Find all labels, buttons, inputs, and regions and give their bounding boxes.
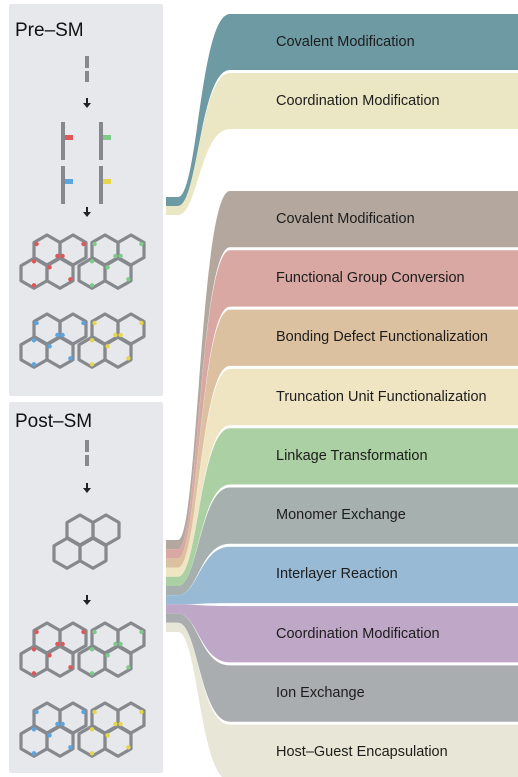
red-framework-icon [19, 233, 88, 290]
post-method-ribbon-1 [166, 191, 518, 550]
post-method-label-9: Ion Exchange [276, 685, 365, 702]
post-method-ribbon-9 [166, 613, 518, 722]
pre-arrow-1-icon [83, 98, 91, 108]
post-red-framework-icon [19, 621, 88, 678]
pre-method-ribbon-2 [166, 73, 518, 215]
pre-method-label-1: Covalent Modification [276, 33, 415, 50]
post-method-ribbon-4 [166, 368, 518, 577]
blue-monomer-icon [61, 166, 73, 204]
post-method-label-3: Bonding Defect Functionalization [276, 329, 488, 346]
post-method-ribbon-3 [166, 309, 518, 568]
post-arrow-1-icon [83, 483, 91, 493]
post-method-ribbon-2 [166, 250, 518, 559]
post-method-ribbon-5 [166, 428, 518, 586]
post-arrow-2-icon [83, 595, 91, 605]
post-method-label-1: Covalent Modification [276, 210, 415, 227]
green-monomer-icon [99, 122, 111, 160]
pre-method-label-2: Coordination Modification [276, 92, 440, 109]
post-green-framework-icon [77, 621, 146, 678]
post-method-label-6: Monomer Exchange [276, 507, 406, 524]
red-monomer-icon [61, 122, 73, 160]
post-monomer-icon [85, 440, 89, 466]
framework-icon [52, 513, 121, 570]
pre-arrow-2-icon [83, 207, 91, 217]
yellow-framework-icon [77, 312, 146, 369]
post-method-label-8: Coordination Modification [276, 625, 440, 642]
post-method-ribbon-6 [166, 487, 518, 596]
post-method-ribbon-7 [166, 546, 518, 605]
post-method-label-5: Linkage Transformation [276, 447, 428, 464]
post-method-label-2: Functional Group Conversion [276, 269, 465, 286]
post-method-ribbon-10 [166, 622, 518, 777]
post-method-label-7: Interlayer Reaction [276, 566, 398, 583]
pre-sm-title: Pre–SM [15, 20, 84, 41]
post-yellow-framework-icon [77, 701, 146, 758]
post-method-label-4: Truncation Unit Functionalization [276, 388, 487, 405]
pre-method-ribbon-1 [166, 14, 518, 206]
post-sm-title: Post–SM [15, 411, 93, 432]
pre-monomer-icon [85, 56, 89, 82]
post-blue-framework-icon [19, 701, 88, 758]
post-method-ribbon-8 [166, 604, 518, 663]
green-framework-icon [77, 233, 146, 290]
yellow-monomer-icon [99, 166, 111, 204]
blue-framework-icon [19, 312, 88, 369]
post-method-label-10: Host–Guest Encapsulation [276, 744, 448, 761]
